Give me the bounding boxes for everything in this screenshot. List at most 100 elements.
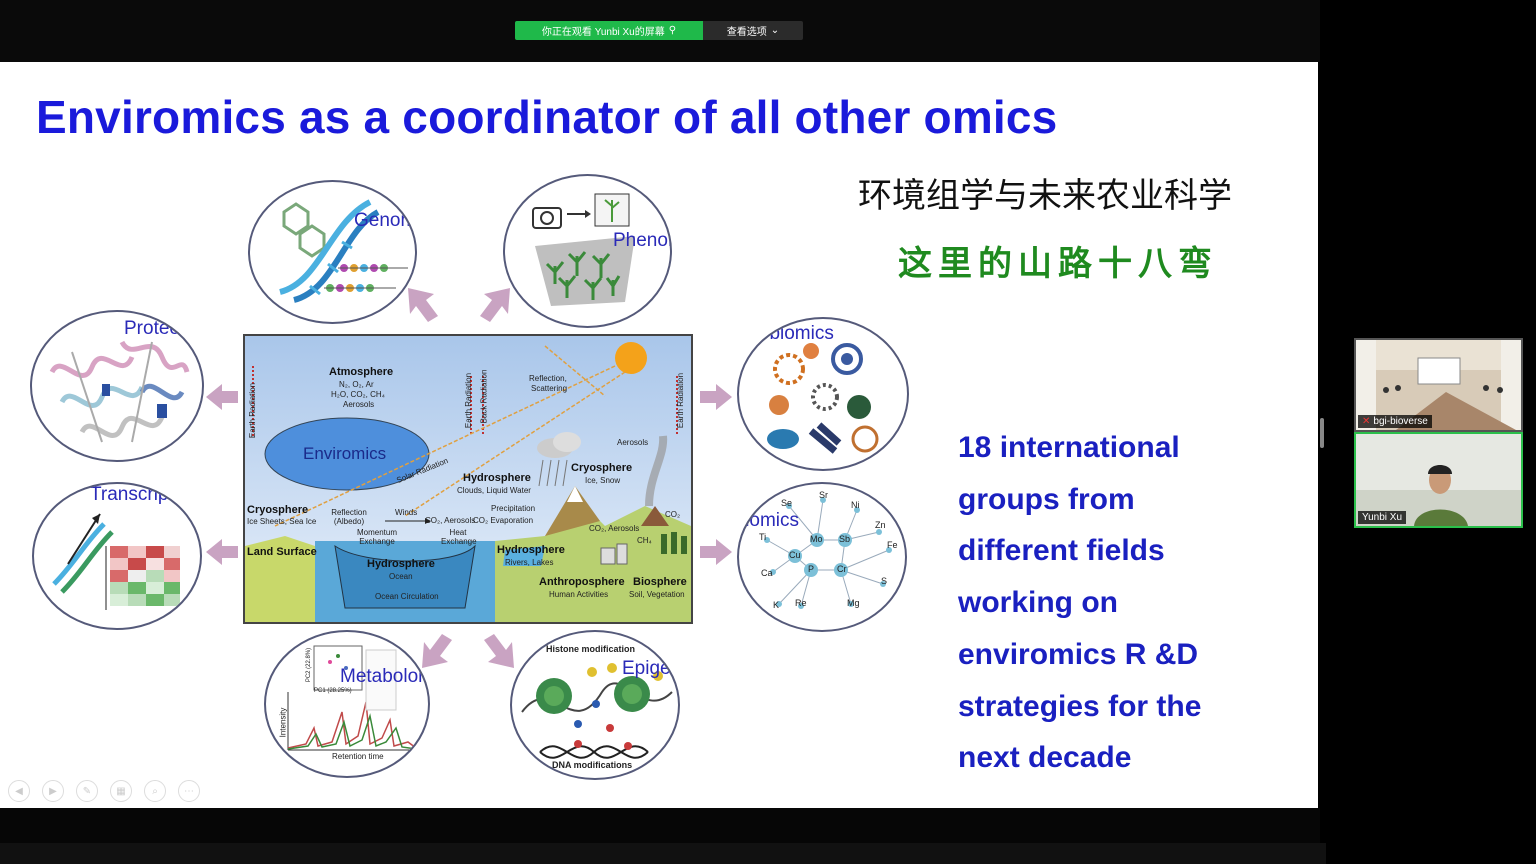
earth-radiation-left: Earth Radiation — [248, 382, 258, 439]
groups-line: different fields — [958, 534, 1165, 568]
metabolomics-bubble: Retention time Intensity PC1 (28.25%) PC… — [264, 630, 430, 778]
genomics-label: Genomics — [354, 210, 417, 231]
participant-label: Yunbi Xu — [1358, 511, 1407, 524]
magnifier-icon: ⌕ — [152, 785, 158, 797]
microbiomics-bubble: Microbiomics — [737, 317, 909, 471]
participant-tile-bgi-bioverse[interactable]: ✕ bgi-bioverse — [1354, 338, 1523, 432]
participant-name: Yunbi Xu — [1362, 512, 1403, 523]
dna-mod-label: DNA modifications — [552, 760, 633, 770]
hydrosphere-clouds-label: Hydrosphere — [463, 472, 531, 484]
aerosols2-label: Aerosols — [617, 438, 649, 447]
ionomics-label: Ionomics — [738, 510, 800, 531]
co2-aerosols2-label: CO₂, Aerosols — [589, 524, 640, 533]
ion-label: K — [773, 600, 780, 610]
dna-helix-icon — [279, 199, 408, 303]
shared-slide: Enviromics as a coordinator of all other… — [0, 62, 1318, 808]
arrow-phenomics — [480, 288, 510, 322]
ion-label: Cu — [789, 550, 801, 560]
groups-line: working on — [958, 586, 1118, 620]
ion-label: Sr — [819, 490, 828, 500]
view-options-button[interactable]: 查看选项 ⌄ — [703, 21, 803, 40]
land-surface-label: Land Surface — [247, 546, 317, 558]
ion-label: S — [881, 576, 888, 586]
evaporation-label: CO₂ Evaporation — [473, 516, 534, 525]
pc1-label: PC1 (28.25%) — [314, 688, 352, 694]
groups-line: groups from — [958, 482, 1135, 516]
panel-resize-handle[interactable] — [1320, 418, 1324, 448]
view-options-label: 查看选项 — [726, 27, 767, 38]
momentum-label: Momentum Exchange — [357, 528, 398, 546]
arrow-right-icon: ▶ — [49, 785, 57, 797]
human-activities-label: Human Activities — [549, 590, 609, 599]
arrow-epigenomics — [484, 634, 514, 668]
arrow-proteomics — [206, 384, 238, 410]
histone-label: Histone modification — [546, 644, 636, 654]
ion-label: Ti — [759, 532, 767, 542]
pc2-label: PC2 (22.8%) — [306, 647, 313, 683]
metabolomics-label: Metabolomics — [340, 666, 428, 687]
share-status: 你正在观看 Yunbi Xu的屏幕 ⚲ — [515, 21, 703, 40]
precipitation-label: Precipitation — [491, 504, 536, 513]
participant-label: ✕ bgi-bioverse — [1358, 415, 1432, 428]
mic-muted-icon: ✕ — [1362, 416, 1371, 427]
share-status-text: 你正在观看 Yunbi Xu的屏幕 — [541, 27, 665, 38]
atmosphere-gases: N₂, O₂, Ar — [339, 380, 374, 389]
rivers-lakes-label: Rivers, Lakes — [505, 558, 554, 567]
earth-system-diagram: Atmosphere N₂, O₂, Ar H₂O, CO₂, CH₄ Aero… — [243, 334, 693, 624]
atmosphere-gases2: H₂O, CO₂, CH₄ — [331, 390, 385, 399]
ion-label: P — [808, 564, 815, 574]
arrow-microbiomics — [700, 384, 732, 410]
ion-network-icon — [764, 497, 892, 609]
arrow-transcriptomics — [206, 539, 238, 565]
groups-line: strategies for the — [958, 689, 1202, 723]
back-radiation: Back Radiation — [479, 369, 489, 424]
participant-tile-yunbi-xu[interactable]: Yunbi Xu — [1354, 432, 1523, 528]
slide-title: Enviromics as a coordinator of all other… — [36, 91, 1058, 143]
chevron-down-icon: ⌄ — [770, 25, 780, 36]
retention-time-label: Retention time — [332, 752, 384, 761]
aerosols-label: Aerosols — [343, 400, 375, 409]
ion-label: Ni — [851, 500, 860, 510]
ocean-circulation-label: Ocean Circulation — [375, 592, 439, 601]
winds-label: Winds — [395, 508, 418, 517]
heatmap-icon — [52, 513, 180, 610]
more-options-button[interactable]: ⋯ — [178, 780, 200, 802]
zoom-button[interactable]: ⌕ — [144, 780, 166, 802]
groups-text-block: 18 international groups from different f… — [958, 422, 1298, 784]
previous-slide-button[interactable]: ◀ — [8, 780, 30, 802]
spectrum-chart-icon — [287, 645, 417, 751]
proteomics-label: Proteomics — [124, 318, 202, 339]
next-slide-button[interactable]: ▶ — [42, 780, 64, 802]
microbiomics-label: Microbiomics — [738, 323, 834, 344]
groups-line: enviromics R &D — [958, 637, 1199, 671]
phenomics-bubble: Phenomics — [503, 174, 672, 328]
enviromics-center-label: Enviromics — [303, 444, 387, 463]
ch4-label: CH₄ — [637, 536, 652, 545]
ocean-label: Ocean — [389, 572, 413, 581]
participant-name: bgi-bioverse — [1373, 416, 1428, 427]
speaker-video-frame — [1356, 434, 1521, 526]
atmosphere-label: Atmosphere — [329, 366, 394, 378]
ice-snow-label: Ice, Snow — [585, 476, 621, 485]
groups-line: next decade — [958, 741, 1132, 775]
hydrosphere-rivers-label: Hydrosphere — [497, 544, 565, 556]
co2-aerosols-label: CO₂, Aerosols — [425, 516, 476, 525]
ice-sheets-label: Ice Sheets, Sea Ice — [247, 517, 317, 526]
ion-label: Mg — [847, 598, 860, 608]
earth-radiation-right: Earth Radiation — [676, 372, 686, 429]
soil-vegetation-label: Soil, Vegetation — [629, 590, 685, 599]
arrow-genomics — [408, 288, 438, 322]
slide-toolbar: ◀ ▶ ✎ ▦ ⌕ ⋯ — [8, 780, 200, 802]
room-video-frame — [1356, 340, 1521, 430]
anthroposphere-label: Anthroposphere — [539, 576, 625, 588]
transcriptomics-label: Transcriptomics — [90, 484, 201, 505]
arrow-left-icon: ◀ — [15, 785, 23, 797]
ion-label: Re — [795, 598, 807, 608]
ion-label: Zn — [875, 520, 886, 530]
pen-button[interactable]: ✎ — [76, 780, 98, 802]
ion-label: Sb — [839, 534, 851, 544]
pin-icon: ⚲ — [668, 25, 677, 36]
cryosphere-left-label: Cryosphere — [247, 504, 309, 516]
epigenomics-bubble: Histone modification DNA modifications E… — [510, 630, 680, 780]
slides-grid-button[interactable]: ▦ — [110, 780, 132, 802]
